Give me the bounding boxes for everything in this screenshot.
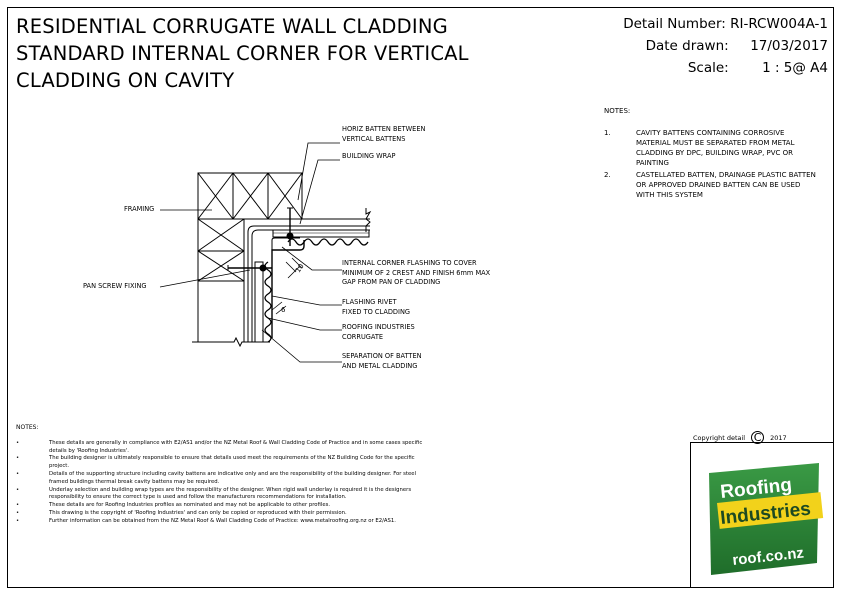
title-line-2: STANDARD INTERNAL CORNER FOR VERTICAL: [16, 42, 469, 65]
callout-separation: SEPARATION OF BATTEN AND METAL CLADDING: [342, 352, 422, 371]
scale-label: Scale:: [687, 60, 729, 76]
bullet: •: [16, 486, 20, 493]
pan-screw-fixing: [227, 207, 294, 272]
note-text: This drawing is the copyright of 'Roofin…: [49, 509, 347, 516]
detail-meta: Detail Number: RI-RCW004A-1 Date drawn: …: [623, 13, 828, 79]
detail-title: RESIDENTIAL CORRUGATE WALL CLADDING STAN…: [16, 13, 469, 94]
callout-internal-flashing-line-3: GAP FROM PAN OF CLADDING: [342, 278, 441, 286]
note-text: These details are generally in complianc…: [49, 439, 423, 454]
note-text: CAVITY BATTENS CONTAINING CORROSIVE MATE…: [636, 129, 795, 167]
drawing-sheet-border: [7, 7, 834, 588]
callout-building-wrap-line-1: BUILDING WRAP: [342, 152, 396, 160]
cladding-horizontal: [287, 238, 369, 246]
notes-bottom: NOTES: • These details are generally in c…: [16, 424, 436, 526]
callout-horiz-batten-line-2: VERTICAL BATTENS: [342, 134, 406, 143]
callout-ri-corrugate-line-2: CORRUGATE: [342, 332, 384, 341]
note-text: These details are for Roofing Industries…: [49, 502, 331, 509]
note-number: 2.: [604, 171, 611, 179]
note-item: • The building designer is ultimately res…: [16, 455, 436, 471]
note-text: CASTELLATED BATTEN, DRAINAGE PLASTIC BAT…: [636, 171, 816, 199]
dimension-marks: [271, 257, 303, 315]
scale-value: 1 : 5@ A4: [762, 60, 828, 76]
note-item: • Further information can be obtained fro…: [16, 518, 436, 526]
roofing-industries-logo: Roofing Industries roof.co.nz: [709, 463, 824, 575]
vertical-batten: [254, 261, 264, 343]
callout-horiz-batten: HORIZ BATTEN BETWEEN VERTICAL BATTENS: [342, 125, 425, 144]
callout-pan-screw-line-1: PAN SCREW FIXING: [83, 282, 147, 290]
note-text: The building designer is ultimately resp…: [49, 455, 415, 470]
callout-internal-flashing-line-1: INTERNAL CORNER FLASHING TO COVER: [342, 259, 477, 267]
callout-flashing-rivet: FLASHING RIVET FIXED TO CLADDING: [342, 298, 410, 317]
callout-separation-line-1: SEPARATION OF BATTEN: [342, 352, 422, 360]
framing-left-column: [197, 218, 245, 342]
note-item: 1. CAVITY BATTENS CONTAINING CORROSIVE M…: [604, 128, 819, 168]
bullet: •: [16, 517, 20, 524]
callout-horiz-batten-line-1: HORIZ BATTEN BETWEEN: [342, 125, 426, 133]
callout-pan-screw: PAN SCREW FIXING: [83, 282, 147, 292]
building-wrap-lines: [247, 225, 370, 342]
callout-flashing-rivet-line-2: FIXED TO CLADDING: [342, 307, 410, 316]
note-text: Details of the supporting structure incl…: [49, 470, 416, 485]
copyright-label: Copyright detail: [693, 433, 746, 442]
note-item: • These details are for Roofing Industrie…: [16, 502, 436, 510]
detail-number: RI-RCW004A-1: [730, 16, 828, 32]
break-line-right: [365, 208, 372, 232]
notes-right-header: NOTES:: [604, 107, 631, 115]
internal-corner-flashing: [271, 240, 305, 338]
note-number: 1.: [604, 129, 611, 137]
callout-flashing-rivet-line-1: FLASHING RIVET: [342, 298, 397, 306]
callout-framing: FRAMING: [124, 205, 154, 215]
date-label: Date drawn:: [645, 38, 729, 54]
framing-top-band: [197, 172, 370, 220]
notes-bottom-header: NOTES:: [16, 424, 39, 431]
bullet: •: [16, 470, 20, 477]
copyright-year: 2017: [770, 433, 787, 442]
leader-lines: [159, 142, 342, 363]
break-line-bottom: [192, 336, 270, 348]
logo-yellow-band: [717, 492, 824, 529]
notes-right: NOTES: 1. CAVITY BATTENS CONTAINING CORR…: [604, 106, 819, 202]
callout-ri-corrugate-line-1: ROOFING INDUSTRIES: [342, 323, 415, 331]
title-line-3: CLADDING ON CAVITY: [16, 69, 235, 92]
note-item: 2. CASTELLATED BATTEN, DRAINAGE PLASTIC …: [604, 170, 819, 200]
date-drawn: 17/03/2017: [750, 38, 828, 54]
detail-number-label: Detail Number:: [623, 16, 726, 32]
callout-framing-line-1: FRAMING: [124, 205, 155, 213]
copyright-line: Copyright detail C 2017: [693, 431, 787, 444]
dimension-6: 6: [281, 306, 286, 314]
note-item: • Details of the supporting structure inc…: [16, 471, 436, 487]
callout-internal-flashing-line-2: MINIMUM OF 2 CREST AND FINISH 6mm MAX: [342, 268, 491, 277]
callout-separation-line-2: AND METAL CLADDING: [342, 361, 418, 370]
bullet: •: [16, 509, 20, 516]
callout-ri-corrugate: ROOFING INDUSTRIES CORRUGATE: [342, 323, 415, 342]
bullet: •: [16, 502, 20, 509]
note-text: Underlay selection and building wrap typ…: [49, 486, 412, 501]
flashing-return: [271, 237, 300, 250]
note-text: Further information can be obtained from…: [49, 517, 396, 524]
cladding-vertical: [264, 261, 272, 343]
note-item: • Underlay selection and building wrap ty…: [16, 487, 436, 503]
logo-box: Roofing Industries roof.co.nz: [690, 442, 834, 588]
note-item: • These details are generally in complian…: [16, 440, 436, 456]
copyright-icon: C: [751, 431, 765, 444]
callout-building-wrap: BUILDING WRAP: [342, 152, 395, 162]
note-item: • This drawing is the copyright of 'Roofi…: [16, 510, 436, 518]
callout-internal-flashing: INTERNAL CORNER FLASHING TO COVER MINIMU…: [342, 259, 490, 288]
bullet: •: [16, 455, 20, 462]
bullet: •: [16, 439, 20, 446]
title-line-1: RESIDENTIAL CORRUGATE WALL CLADDING: [16, 15, 448, 38]
